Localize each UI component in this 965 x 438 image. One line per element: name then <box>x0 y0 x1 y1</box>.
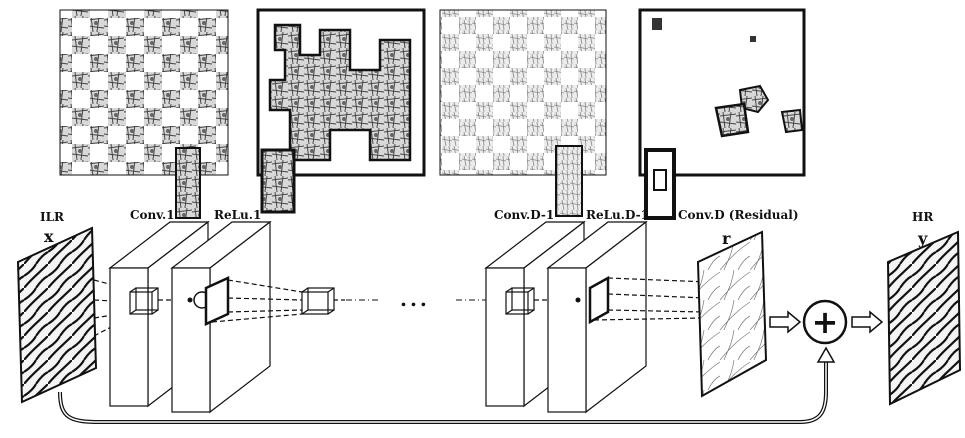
label-conv1: Conv.1 <box>130 208 175 222</box>
output-image-hr <box>888 232 960 404</box>
input-image-ilr <box>18 228 96 402</box>
symbol-y: y <box>917 229 928 248</box>
output-arrow-icon <box>852 312 882 332</box>
intermediate-kernel-icon <box>302 288 346 314</box>
residual-image-r <box>698 232 766 396</box>
plus-symbol: + <box>812 303 839 341</box>
symbol-r: r <box>722 229 731 248</box>
relud-1-activation-icon <box>576 298 581 303</box>
feature-map-conv1 <box>60 10 228 175</box>
feature-map-relu1-channel-stack <box>262 150 294 212</box>
label-relu1: ReLu.1 <box>214 208 261 222</box>
label-ilr: ILR <box>40 210 65 224</box>
feature-map-relud-1-channel-stack <box>646 150 674 218</box>
feature-map-convd-1-channel-stack <box>556 146 582 216</box>
label-convd-residual: Conv.D (Residual) <box>678 208 799 222</box>
label-relud-1: ReLu.D-1 <box>586 208 649 222</box>
symbol-x: x <box>44 227 54 246</box>
forward-arrow-icon <box>770 312 800 332</box>
feature-map-conv1-channel-stack <box>176 148 200 218</box>
hidden-layers-ellipsis: ... <box>400 287 430 311</box>
label-convd-1: Conv.D-1 <box>494 208 554 222</box>
addition-node-icon: + <box>804 301 846 343</box>
label-hr: HR <box>912 210 934 224</box>
